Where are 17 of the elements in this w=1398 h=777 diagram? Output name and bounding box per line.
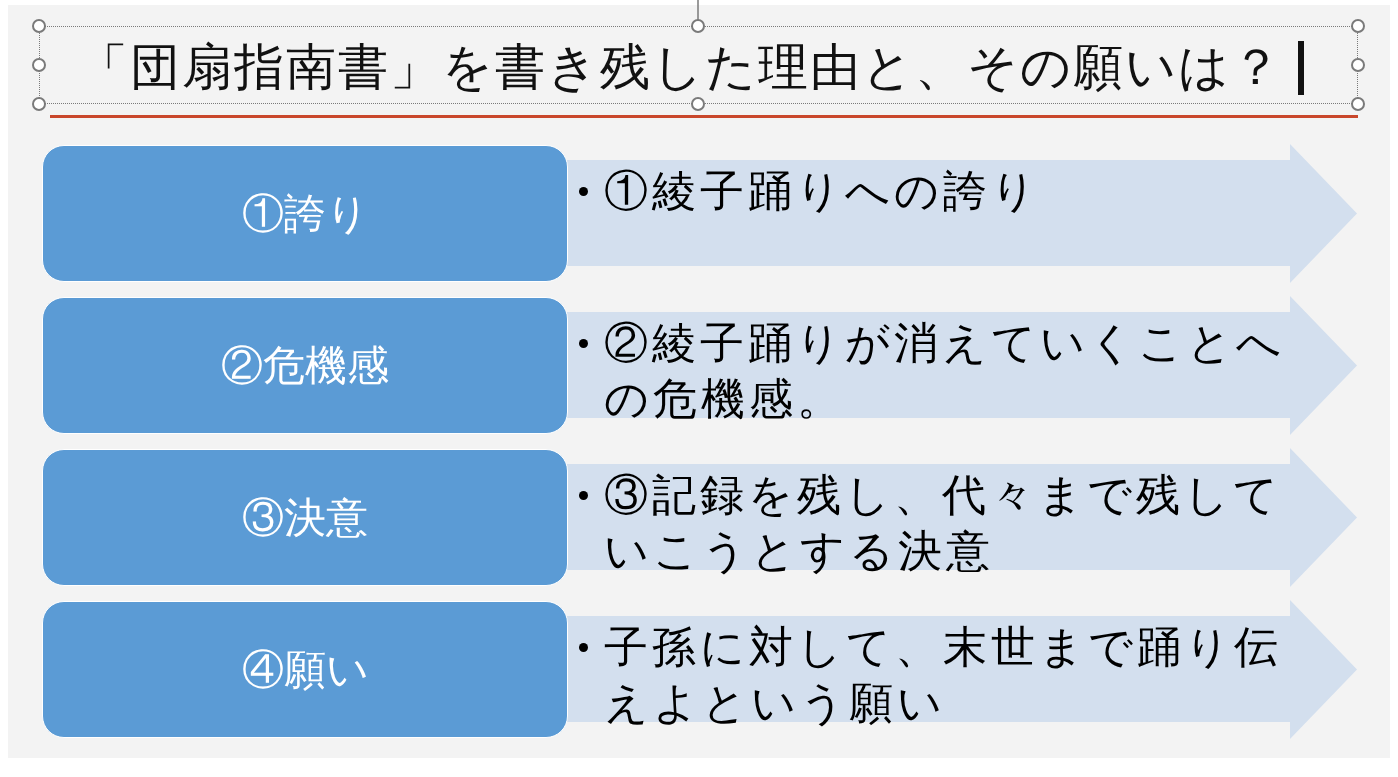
bullet-text: ①綾子踊りへの誇り xyxy=(604,165,1041,217)
title-text: 「団扇指南書」を書き残した理由と、その願いは？ xyxy=(78,38,1283,97)
rounded-box xyxy=(42,601,568,738)
bullet-text: ③記録を残し、代々まで残していこうとする決意 xyxy=(604,469,1283,577)
box-label: ③決意 xyxy=(242,492,368,543)
rounded-box xyxy=(42,449,568,586)
bullet-text: 子孫に対して、末世まで踊り伝えよという願い xyxy=(604,621,1283,729)
pointed-banner xyxy=(566,296,1357,435)
box-label: ④願い xyxy=(241,644,369,695)
rounded-box xyxy=(42,145,568,282)
box-label: ②危機感 xyxy=(221,340,389,391)
rounded-box xyxy=(42,297,568,434)
bullet-text: ②綾子踊りが消えていくことへの危機感。 xyxy=(604,317,1286,425)
box-label: ①誇り xyxy=(241,188,369,239)
pointed-banner xyxy=(566,144,1357,283)
pointed-banner xyxy=(566,448,1357,587)
pointed-banner xyxy=(566,600,1357,739)
